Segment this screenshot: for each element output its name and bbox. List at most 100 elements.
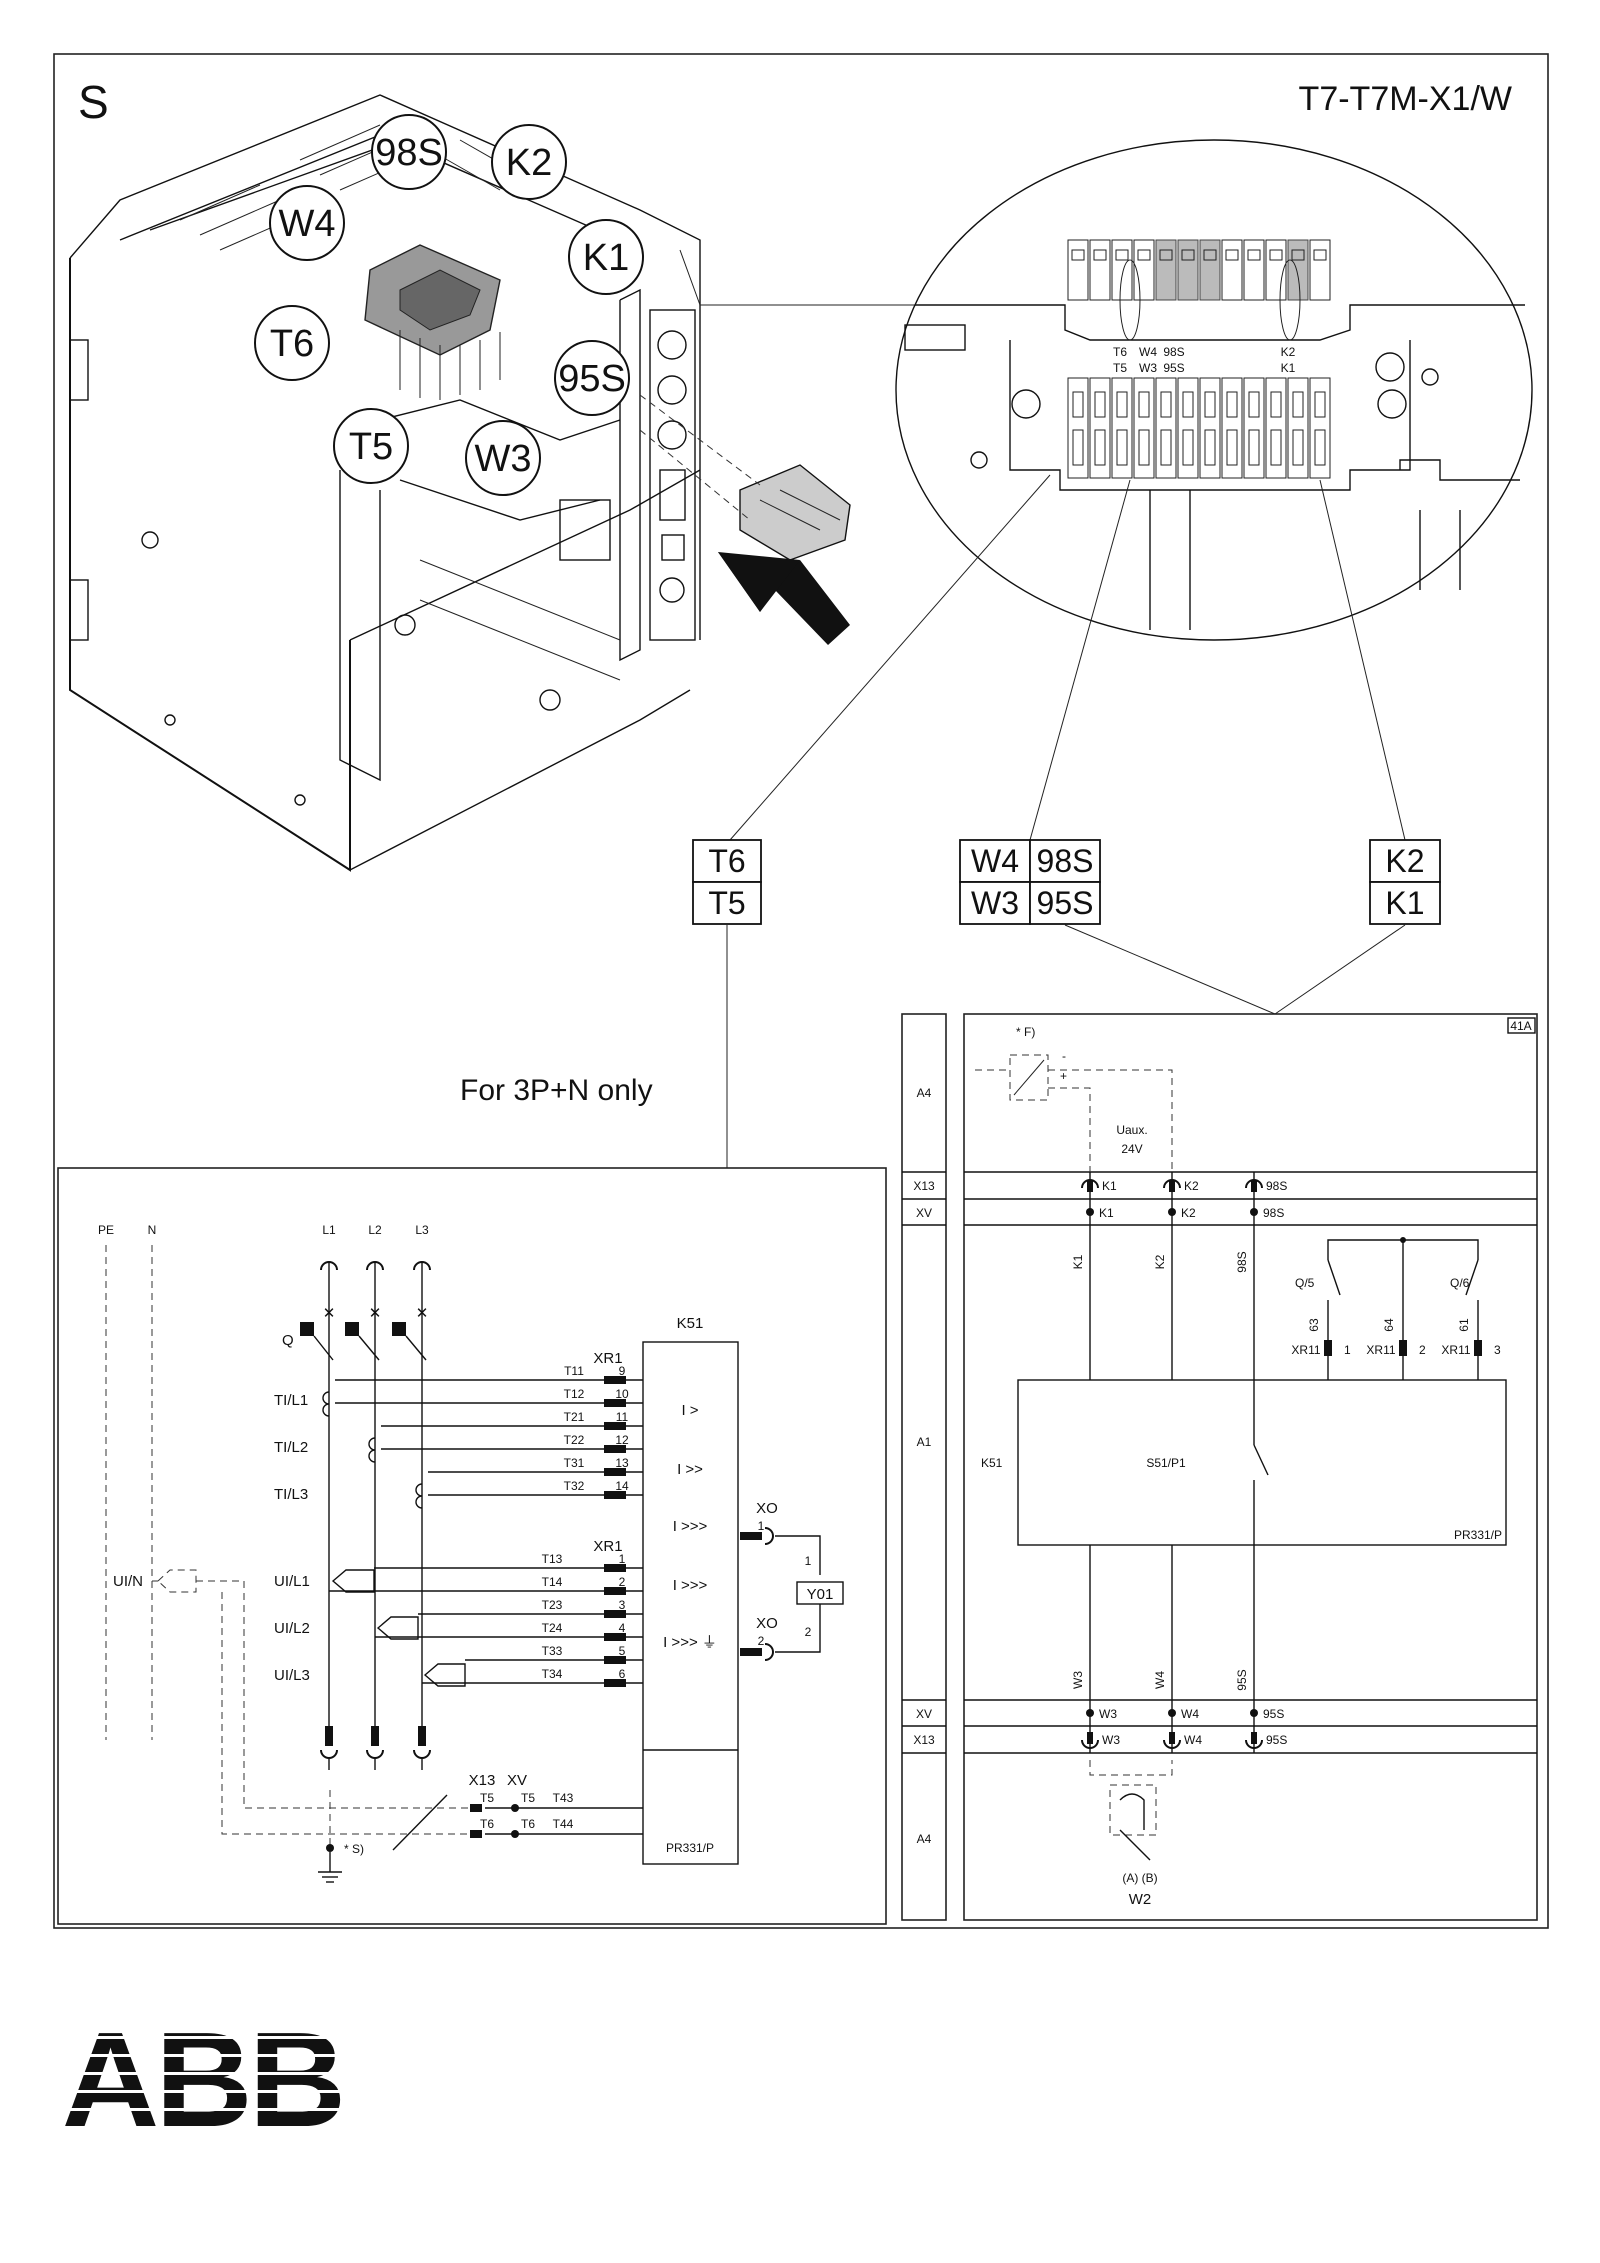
- ct-wire-label: T11: [564, 1364, 584, 1378]
- terminal-slot: [1133, 239, 1155, 301]
- vt-wire-label: T24: [542, 1621, 563, 1635]
- label-ui-n: UI/N: [113, 1573, 143, 1590]
- xr1-pin-label: 4: [619, 1621, 626, 1635]
- callout-w3-label: W3: [475, 438, 532, 480]
- label-ti-l2: TI/L2: [274, 1439, 308, 1456]
- wire-label-w3: W3: [1071, 1671, 1085, 1689]
- label-ti-l1: TI/L1: [274, 1392, 308, 1409]
- terminal-box-k2-k1: K2 K1: [1369, 839, 1441, 925]
- label-t43: T43: [553, 1791, 574, 1805]
- callout-w3: [465, 420, 541, 496]
- symbol-overcurrent-2: I >>: [677, 1461, 703, 1478]
- terminal-screw: [1115, 249, 1129, 261]
- zoom-label-t6: T6: [1113, 345, 1127, 359]
- zoom-highlight: [1119, 259, 1141, 341]
- label-t6-x13: T6: [480, 1817, 494, 1831]
- terminal-clamp: [1094, 391, 1106, 418]
- xr1-terminal: [604, 1656, 626, 1664]
- abb-logo: ABB: [52, 2004, 352, 2155]
- terminal-slot: [1287, 239, 1309, 301]
- terminal-screw: [1203, 249, 1217, 261]
- label-xv-left: XV: [507, 1772, 527, 1789]
- terminal-slot-lower: [1265, 377, 1287, 479]
- xr1-terminal: [604, 1376, 626, 1384]
- label-xr1-lower: XR1: [593, 1538, 622, 1555]
- terminal-clamp: [1204, 429, 1216, 466]
- label-pe: PE: [98, 1223, 114, 1237]
- xr1-terminal: [604, 1399, 626, 1407]
- terminal-slot-lower: [1309, 377, 1331, 479]
- label-l3: L3: [415, 1223, 429, 1237]
- terminal-box-t6-t5: T6 T5: [692, 839, 762, 925]
- terminal-slot: [1199, 239, 1221, 301]
- terminal-screw: [1269, 249, 1283, 261]
- svg-text:✕: ✕: [416, 1305, 429, 1322]
- label-ti-l3: TI/L3: [274, 1486, 308, 1503]
- label-xo-pin-1: 1: [758, 1519, 765, 1533]
- label-t6-xv: T6: [521, 1817, 535, 1831]
- xr1-pin-label: 6: [619, 1667, 626, 1681]
- terminal-clamp: [1116, 429, 1128, 466]
- label-k51-right: K51: [981, 1456, 1003, 1470]
- terminal-slot-lower: [1155, 377, 1177, 479]
- callout-bubbles: 98S K2 W4 K1 T6 95S T5 W3: [254, 114, 644, 496]
- terminal-strip: [1067, 239, 1331, 479]
- zoom-highlight: [1279, 259, 1301, 341]
- callout-t5: [333, 408, 409, 484]
- xv-top-label: K1: [1099, 1206, 1114, 1220]
- xr1-pin-label: 12: [615, 1433, 629, 1447]
- xr1-terminal: [604, 1491, 626, 1499]
- wire-label-98s: 98S: [1235, 1251, 1249, 1272]
- terminal-clamp: [1116, 391, 1128, 418]
- zone-xv-bottom: XV: [916, 1707, 932, 1721]
- terminal-screw: [1247, 249, 1261, 261]
- label-xr1-upper: XR1: [593, 1350, 622, 1367]
- xr1-terminal: [604, 1468, 626, 1476]
- label-xr11-pin-2: 2: [1419, 1343, 1426, 1357]
- xr1-terminal: [604, 1564, 626, 1572]
- wire-label-k1: K1: [1071, 1254, 1085, 1269]
- box-label-98s: 98S: [1037, 843, 1094, 879]
- xr1-terminal: [604, 1610, 626, 1618]
- terminal-box-w4-98s: W4 98S W3 95S: [959, 839, 1101, 925]
- xr1-pin-label: 5: [619, 1644, 626, 1658]
- leader-lines: [726, 474, 1406, 1168]
- terminal-slot-lower: [1111, 377, 1133, 479]
- callout-95s-label: 95S: [558, 358, 626, 400]
- vt-wire-label: T34: [542, 1667, 563, 1681]
- vt-wire-label: T13: [542, 1552, 563, 1566]
- box-label-95s: 95S: [1037, 885, 1094, 921]
- zoom-label-95s: 95S: [1163, 361, 1184, 375]
- terminal-clamp: [1314, 391, 1326, 418]
- zone-x13-bottom: X13: [913, 1733, 935, 1747]
- zone-x13-top: X13: [913, 1179, 935, 1193]
- label-xo-1: XO: [756, 1500, 778, 1517]
- label-xr11-pin-3: 3: [1494, 1343, 1501, 1357]
- right-schematic-frame: [963, 1013, 1538, 1921]
- wire-label-k2: K2: [1153, 1254, 1167, 1269]
- label-sheet-41a: 41A: [1510, 1019, 1531, 1033]
- terminal-slot-lower: [1221, 377, 1243, 479]
- logo-stripes: [52, 2036, 352, 2129]
- xr1-terminal: [604, 1633, 626, 1641]
- terminal-screw: [1181, 249, 1195, 261]
- symbol-overcurrent-3: I >>>: [673, 1518, 708, 1535]
- terminal-screw: [1159, 249, 1173, 261]
- xr1-terminal: [604, 1679, 626, 1687]
- zoom-label-w3: W3: [1139, 361, 1157, 375]
- terminal-clamp: [1204, 391, 1216, 418]
- terminal-screw: [1137, 249, 1151, 261]
- terminal-slot-lower: [1287, 377, 1309, 479]
- box-label-t6: T6: [708, 843, 745, 879]
- vt-wire-label: T14: [542, 1575, 563, 1589]
- label-t44: T44: [553, 1817, 574, 1831]
- terminal-zoom-view: T6 W4 98S K2 T5 W3 95S K1: [895, 139, 1533, 641]
- label-xr11-1: XR11: [1291, 1343, 1320, 1357]
- callout-t6-label: T6: [270, 323, 314, 365]
- xr1-terminal: [604, 1445, 626, 1453]
- xr1-pin-label: 9: [619, 1364, 626, 1378]
